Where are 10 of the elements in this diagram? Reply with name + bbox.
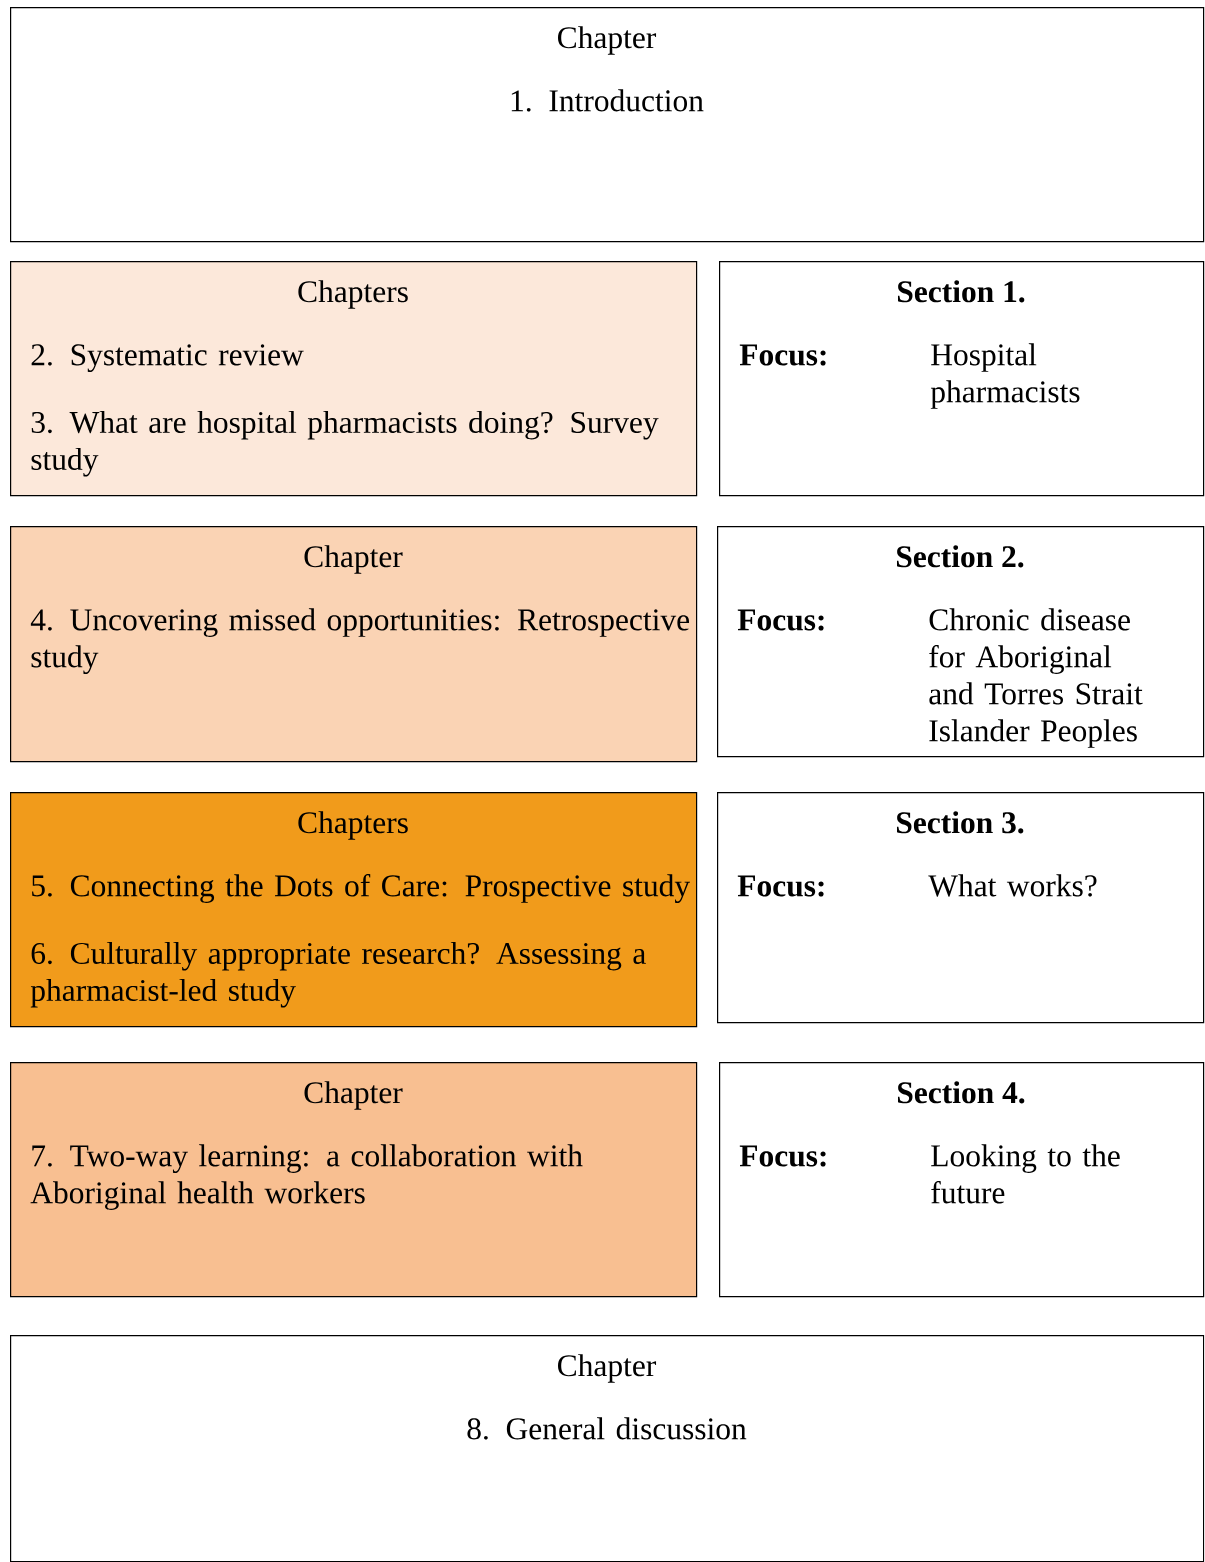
chapter-box: Chapter 7. Two-way learning: a collaboration with Aboriginal health workers xyxy=(10,1062,698,1298)
section-box: Section 3. Focus: What works? xyxy=(717,792,1205,1024)
section-box: Section 2. Focus: Chronic disease for Aboriginal and Torres Strait Islander Peoples xyxy=(717,526,1205,758)
chapter-box: Chapter 4. Uncovering missed opportunities: Retrospective study xyxy=(10,526,698,763)
section-box: Section 4. Focus: Looking to the future xyxy=(719,1062,1205,1298)
chapter-box: Chapter 1. Introduction xyxy=(10,7,1205,243)
chapter-box: Chapters 5. Connecting the Dots of Care: Prospective study 6. Culturally appropriate research? Assessing a pharmacist-led study xyxy=(10,792,698,1028)
chapter-box: Chapters 2. Systematic review 3. What are hospital pharmacists doing? Survey study xyxy=(10,261,698,497)
chapter-box: Chapter 8. General discussion xyxy=(10,1335,1205,1562)
section-box: Section 1. Focus: Hospital pharmacists xyxy=(719,261,1205,497)
